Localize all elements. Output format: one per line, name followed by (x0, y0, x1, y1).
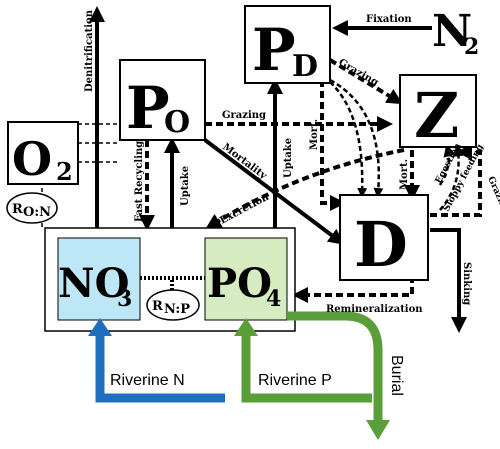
no3-box: NO 3 (57, 237, 141, 321)
burial-arrowhead (366, 420, 390, 440)
svg-text:2: 2 (464, 34, 479, 60)
remineralization-arrow (292, 265, 414, 303)
svg-text:P: P (252, 16, 296, 84)
n2-label: N 2 (432, 6, 479, 60)
fast-recycling-label: Fast Recycling (134, 141, 145, 222)
svg-text:4: 4 (266, 286, 281, 312)
mortality-label: Mortality (220, 142, 269, 183)
grazing-d-arrow (430, 144, 482, 217)
uptake-po-label: Uptake (180, 166, 191, 206)
grazing-pd-label: Grazing (337, 57, 381, 89)
burial-label: Burial (388, 355, 405, 396)
remineralization-label: Remineralization (326, 304, 423, 315)
svg-text:N: N (432, 6, 472, 57)
po4-box: PO 4 (204, 237, 288, 321)
riverine-n-arrowhead (88, 318, 112, 336)
po-box: P O (119, 59, 206, 142)
ratio-o-n: R O:N (6, 192, 58, 224)
svg-text:R: R (12, 202, 23, 217)
svg-text:O: O (12, 132, 52, 186)
mortality-arrow (203, 138, 345, 245)
svg-text:R: R (152, 299, 163, 314)
svg-text:P: P (126, 74, 170, 142)
fixation-label: Fixation (366, 14, 412, 25)
svg-text:2: 2 (56, 157, 73, 186)
grazing-po-label: Grazing (222, 110, 266, 121)
mort-pd-label: Mort. (309, 119, 320, 150)
uptake-pd-label: Uptake (283, 138, 294, 178)
svg-text:Z: Z (414, 79, 459, 152)
pd-to-d-curve-2 (329, 78, 384, 198)
grazing-d-label: Grazing (485, 175, 500, 216)
riverine-p-arrowhead (234, 318, 258, 336)
mort-z-label: Mort. (399, 159, 410, 190)
pd-box: P D (244, 5, 331, 84)
pd-to-d-curve-1 (329, 81, 368, 198)
z-box: Z (399, 74, 477, 152)
excretion-arrow (205, 148, 405, 230)
grazing-pd-arrow (328, 58, 403, 105)
d-box: D (339, 194, 429, 281)
svg-text:NO: NO (58, 260, 129, 307)
svg-text:O:N: O:N (23, 205, 51, 220)
burial-arrow (287, 311, 383, 425)
svg-text:D: D (354, 208, 408, 281)
egestion-arrow (438, 143, 456, 186)
riverine-p-arrow (241, 332, 372, 403)
riverine-n-label: Riverine N (110, 372, 185, 389)
sinking-arrow (430, 228, 467, 333)
svg-text:PO: PO (207, 260, 272, 307)
mort-pd-arrow (320, 80, 346, 211)
svg-text:D: D (292, 49, 318, 84)
riverine-p-label: Riverine P (258, 372, 332, 389)
svg-text:N:P: N:P (164, 302, 190, 317)
o2-box: O 2 (7, 121, 79, 186)
ratio-n-p: R N:P (146, 289, 200, 321)
riverine-n-arrow (95, 330, 225, 403)
denitrification-label: Denitrification (84, 9, 95, 92)
svg-text:O: O (164, 105, 190, 140)
excretion-po-label: Excretion (218, 191, 271, 226)
sinking-label: Sinking (461, 262, 472, 305)
svg-text:3: 3 (117, 286, 132, 312)
